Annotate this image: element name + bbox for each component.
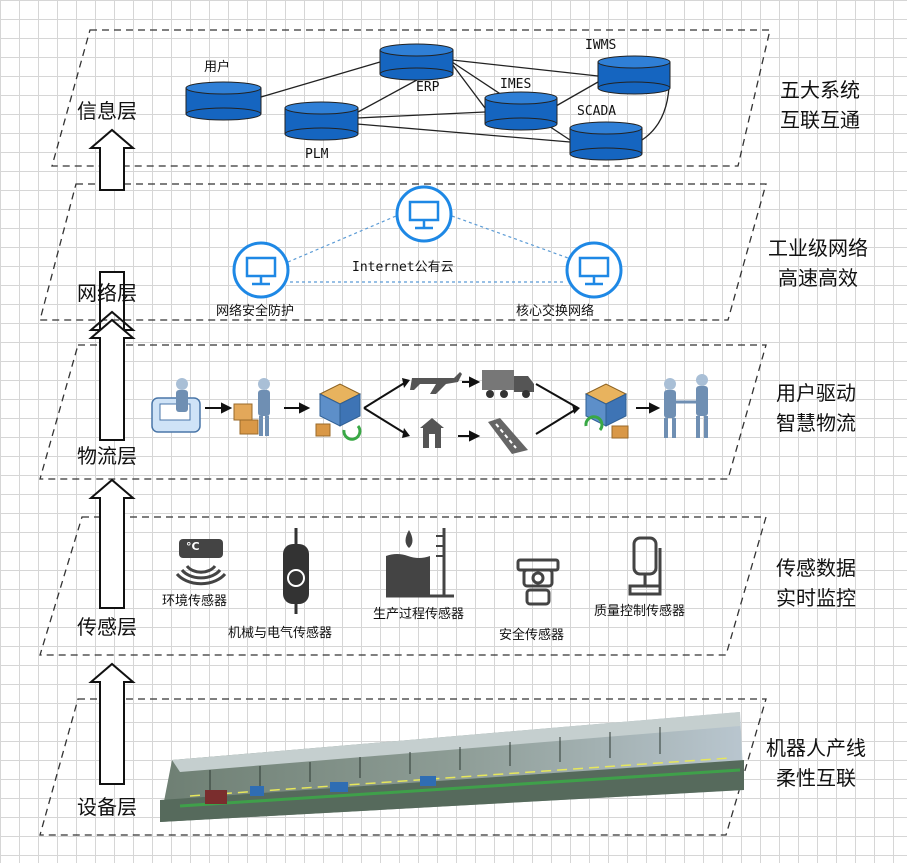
production-line-image <box>160 712 744 822</box>
logistics-desc-line2: 智慧物流 <box>776 411 856 435</box>
equipment-layer-panel <box>39 698 767 836</box>
env-sensor-unit: °C <box>186 540 200 553</box>
handshake-people-icon <box>664 374 708 438</box>
info-layer-label: 信息层 <box>77 99 137 123</box>
network-layer-description: 工业级网络 高速高效 <box>768 233 868 293</box>
info-desc-line1: 五大系统 <box>780 78 860 102</box>
quality-sensor-icon <box>628 536 662 596</box>
logistics-layer-label: 物流层 <box>77 444 137 468</box>
equipment-layer-label: 设备层 <box>77 795 137 819</box>
sensing-desc-line1: 传感数据 <box>776 556 856 580</box>
info-layer-description: 五大系统 互联互通 <box>780 75 860 135</box>
sensing-layer-label: 传感层 <box>77 615 137 639</box>
process-sensor-label: 生产过程传感器 <box>373 607 465 622</box>
safety-sensor-icon <box>516 558 560 606</box>
user-db-icon <box>185 81 262 121</box>
iwms-system-label: IWMS <box>585 38 617 53</box>
erp-db-icon <box>379 43 454 81</box>
house-icon <box>420 418 444 448</box>
plm-db-icon <box>284 101 359 141</box>
arrow-up-icon <box>88 271 136 331</box>
logistics-layer-description: 用户驱动 智慧物流 <box>776 378 856 438</box>
operator-computer-icon <box>151 378 201 433</box>
network-desc-line2: 高速高效 <box>778 266 858 290</box>
sensing-layer-description: 传感数据 实时监控 <box>776 553 856 613</box>
worker-packages-icon <box>233 378 270 436</box>
sensing-desc-line2: 实时监控 <box>776 586 856 610</box>
cloud-node-label: Internet公有云 <box>352 260 454 275</box>
network-layer-panel <box>39 183 767 321</box>
equipment-layer-description: 机器人产线 柔性互联 <box>766 733 866 793</box>
warehouse-box-icon <box>315 383 362 441</box>
plm-system-label: PLM <box>305 147 329 162</box>
logistics-desc-line1: 用户驱动 <box>776 381 856 405</box>
security-node-label: 网络安全防护 <box>216 304 295 319</box>
imes-db-icon <box>484 91 558 131</box>
environment-sensor-icon <box>175 539 227 586</box>
info-desc-line2: 互联互通 <box>780 108 860 132</box>
process-sensor-icon <box>386 528 454 598</box>
cloud-monitor-icon <box>395 185 453 243</box>
safety-sensor-label: 安全传感器 <box>499 628 565 643</box>
network-layer-label: 网络层 <box>77 281 137 305</box>
mech-sensor-label: 机械与电气传感器 <box>228 626 333 641</box>
env-sensor-label: 环境传感器 <box>162 594 228 609</box>
logistics-layer-panel <box>39 344 767 480</box>
truck-icon <box>482 370 534 398</box>
airplane-icon <box>410 372 462 394</box>
arrow-up-icon <box>88 128 136 191</box>
mechanical-sensor-icon <box>283 528 309 614</box>
core-switch-monitor-icon <box>565 241 623 299</box>
core-switch-node-label: 核心交换网络 <box>516 304 595 319</box>
scada-system-label: SCADA <box>577 104 617 119</box>
arrow-up-icon <box>88 662 136 785</box>
imes-system-label: IMES <box>500 77 532 92</box>
quality-sensor-label: 质量控制传感器 <box>594 604 686 619</box>
arrow-up-icon <box>88 478 136 609</box>
user-system-label: 用户 <box>204 60 231 75</box>
sensing-layer-panel <box>39 516 767 656</box>
scada-db-icon <box>569 121 643 161</box>
equipment-desc-line1: 机器人产线 <box>766 736 866 760</box>
iwms-db-icon <box>597 55 671 95</box>
security-monitor-icon <box>232 241 290 299</box>
delivery-box-icon <box>584 383 629 439</box>
network-desc-line1: 工业级网络 <box>768 236 868 260</box>
info-layer-panel <box>51 29 771 167</box>
equipment-desc-line2: 柔性互联 <box>776 766 856 790</box>
erp-system-label: ERP <box>416 80 440 95</box>
arrow-up-icon <box>88 318 136 441</box>
road-icon <box>488 418 528 454</box>
